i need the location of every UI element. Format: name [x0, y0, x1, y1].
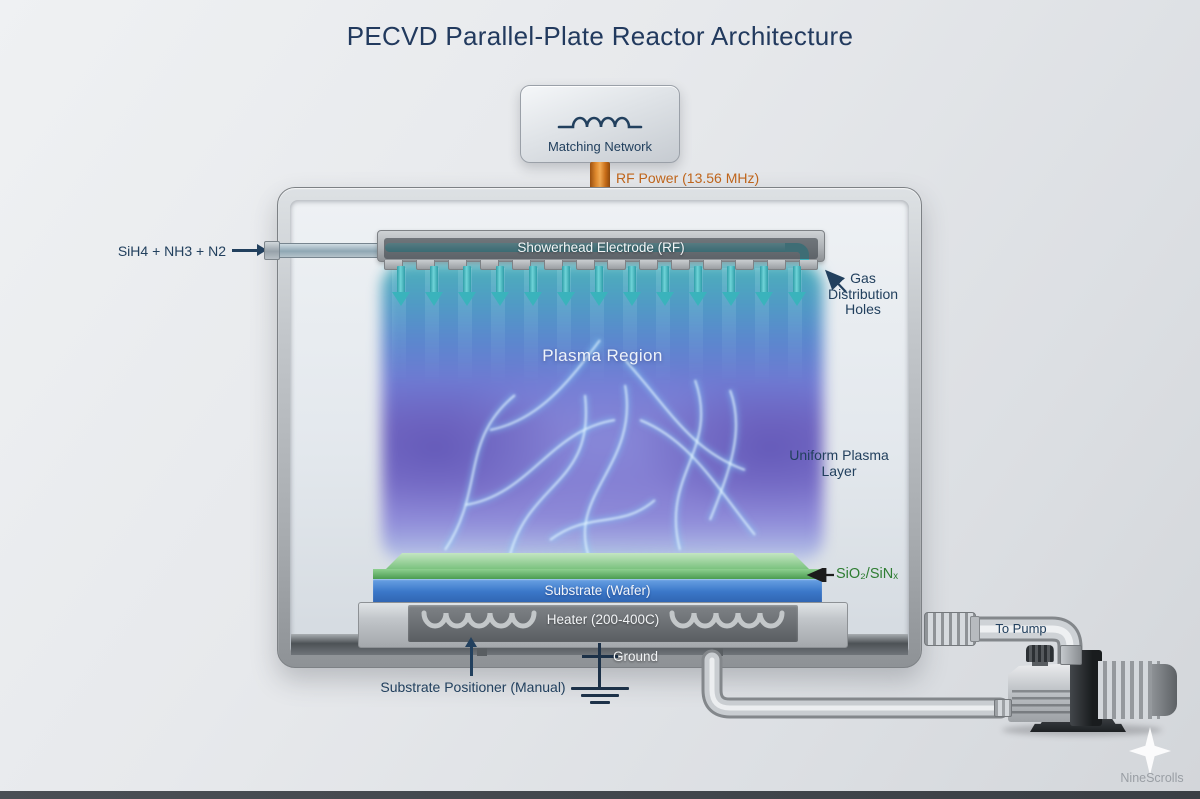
- nozzle-tab: [479, 260, 499, 270]
- pump-flange-collar: [970, 616, 980, 642]
- gas-flow-arrow-icon: [557, 266, 575, 308]
- matching-network-label: Matching Network: [547, 139, 653, 154]
- ground-wire: [598, 643, 601, 688]
- pump-inlet-port: [1060, 645, 1082, 665]
- nozzle-tab: [543, 260, 563, 270]
- gas-distribution-nozzles: [384, 260, 818, 270]
- ground-label: Ground: [613, 649, 659, 664]
- pump-oil-cap-knob: [1026, 645, 1054, 662]
- gas-inlet-arrow: [232, 249, 258, 252]
- positioner-arrowhead-icon: [465, 637, 477, 647]
- substrate-wafer: [373, 579, 822, 604]
- gas-flow-arrow-icon: [788, 266, 806, 308]
- ground-wire-foot: [582, 655, 618, 658]
- gas-flow-arrow-icon: [491, 266, 509, 308]
- positioner-pointer: [470, 645, 473, 676]
- substrate-label: Substrate (Wafer): [544, 583, 651, 598]
- ground-symbol-icon: [581, 694, 619, 698]
- film-label: SiO₂/SiNₓ: [836, 566, 898, 582]
- nozzle-tab: [735, 260, 755, 270]
- heater-coil-icon: [669, 610, 785, 629]
- plasma-filaments: [442, 337, 758, 562]
- nozzle-tab: [703, 260, 723, 270]
- rf-power-label: RF Power (13.56 MHz): [616, 170, 760, 186]
- nozzle-tab: [607, 260, 627, 270]
- gas-flow-arrow-icon: [689, 266, 707, 308]
- pump-motor-endcap: [1152, 664, 1177, 716]
- showerhead-label: Showerhead Electrode (RF): [517, 240, 685, 255]
- nozzle-tab: [511, 260, 531, 270]
- to-pump-label: To Pump: [995, 621, 1047, 636]
- gas-flow-arrow-icon: [524, 266, 542, 308]
- nozzle-tab: [575, 260, 595, 270]
- gas-flow-arrow-icon: [755, 266, 773, 308]
- gas-flow-arrow-icon: [392, 266, 410, 308]
- heater-coil-icon: [421, 610, 537, 629]
- film-front-edge: [373, 569, 822, 579]
- heater-label: Heater (200-400C): [546, 612, 660, 627]
- stage-leg: [477, 648, 487, 656]
- ground-symbol-icon: [590, 701, 610, 705]
- vacuum-pump-body: [1008, 663, 1076, 722]
- footer-strip: [0, 791, 1200, 799]
- film-top-face: [385, 553, 810, 570]
- brand-watermark: NineScrolls: [1120, 771, 1184, 785]
- gas-flow-arrow-icon: [590, 266, 608, 308]
- pump-side-fitting: [994, 699, 1012, 717]
- gas-distribution-holes-label: Gas Distribution Holes: [827, 270, 899, 317]
- nozzle-tab: [639, 260, 659, 270]
- substrate-positioner-label: Substrate Positioner (Manual): [380, 679, 566, 695]
- gas-flow-arrow-icon: [623, 266, 641, 308]
- film-pointer-icon: [806, 568, 834, 582]
- uniform-plasma-label: Uniform Plasma Layer: [789, 447, 889, 479]
- gas-inlet-label: SiH4 + NH3 + N2: [117, 243, 226, 259]
- gas-arrows: [392, 266, 806, 308]
- pump-motor: [1098, 661, 1160, 719]
- pump-cooling-fins: [1012, 690, 1072, 718]
- gas-inlet-arrowhead-icon: [257, 244, 267, 256]
- plasma-region-label: Plasma Region: [542, 346, 663, 365]
- inductor-coil-icon: [557, 116, 643, 129]
- nozzle-tab: [415, 260, 435, 270]
- nozzle-tab: [384, 260, 403, 270]
- nozzle-tab: [447, 260, 467, 270]
- ground-symbol-icon: [571, 687, 629, 691]
- gas-flow-arrow-icon: [425, 266, 443, 308]
- gas-holes-pointer-icon: [824, 269, 847, 293]
- page-title: PECVD Parallel-Plate Reactor Architectur…: [346, 21, 854, 51]
- gas-flow-arrow-icon: [722, 266, 740, 308]
- gas-flow-arrow-icon: [656, 266, 674, 308]
- pump-flange: [924, 612, 976, 646]
- nozzle-tab: [798, 260, 818, 270]
- plasma-cloud: [382, 262, 823, 564]
- gas-flow-arrow-icon: [458, 266, 476, 308]
- showerhead-label-band: [384, 238, 818, 259]
- nozzle-tab: [671, 260, 691, 270]
- pump-knob-stem: [1032, 660, 1048, 666]
- nozzle-tab: [767, 260, 787, 270]
